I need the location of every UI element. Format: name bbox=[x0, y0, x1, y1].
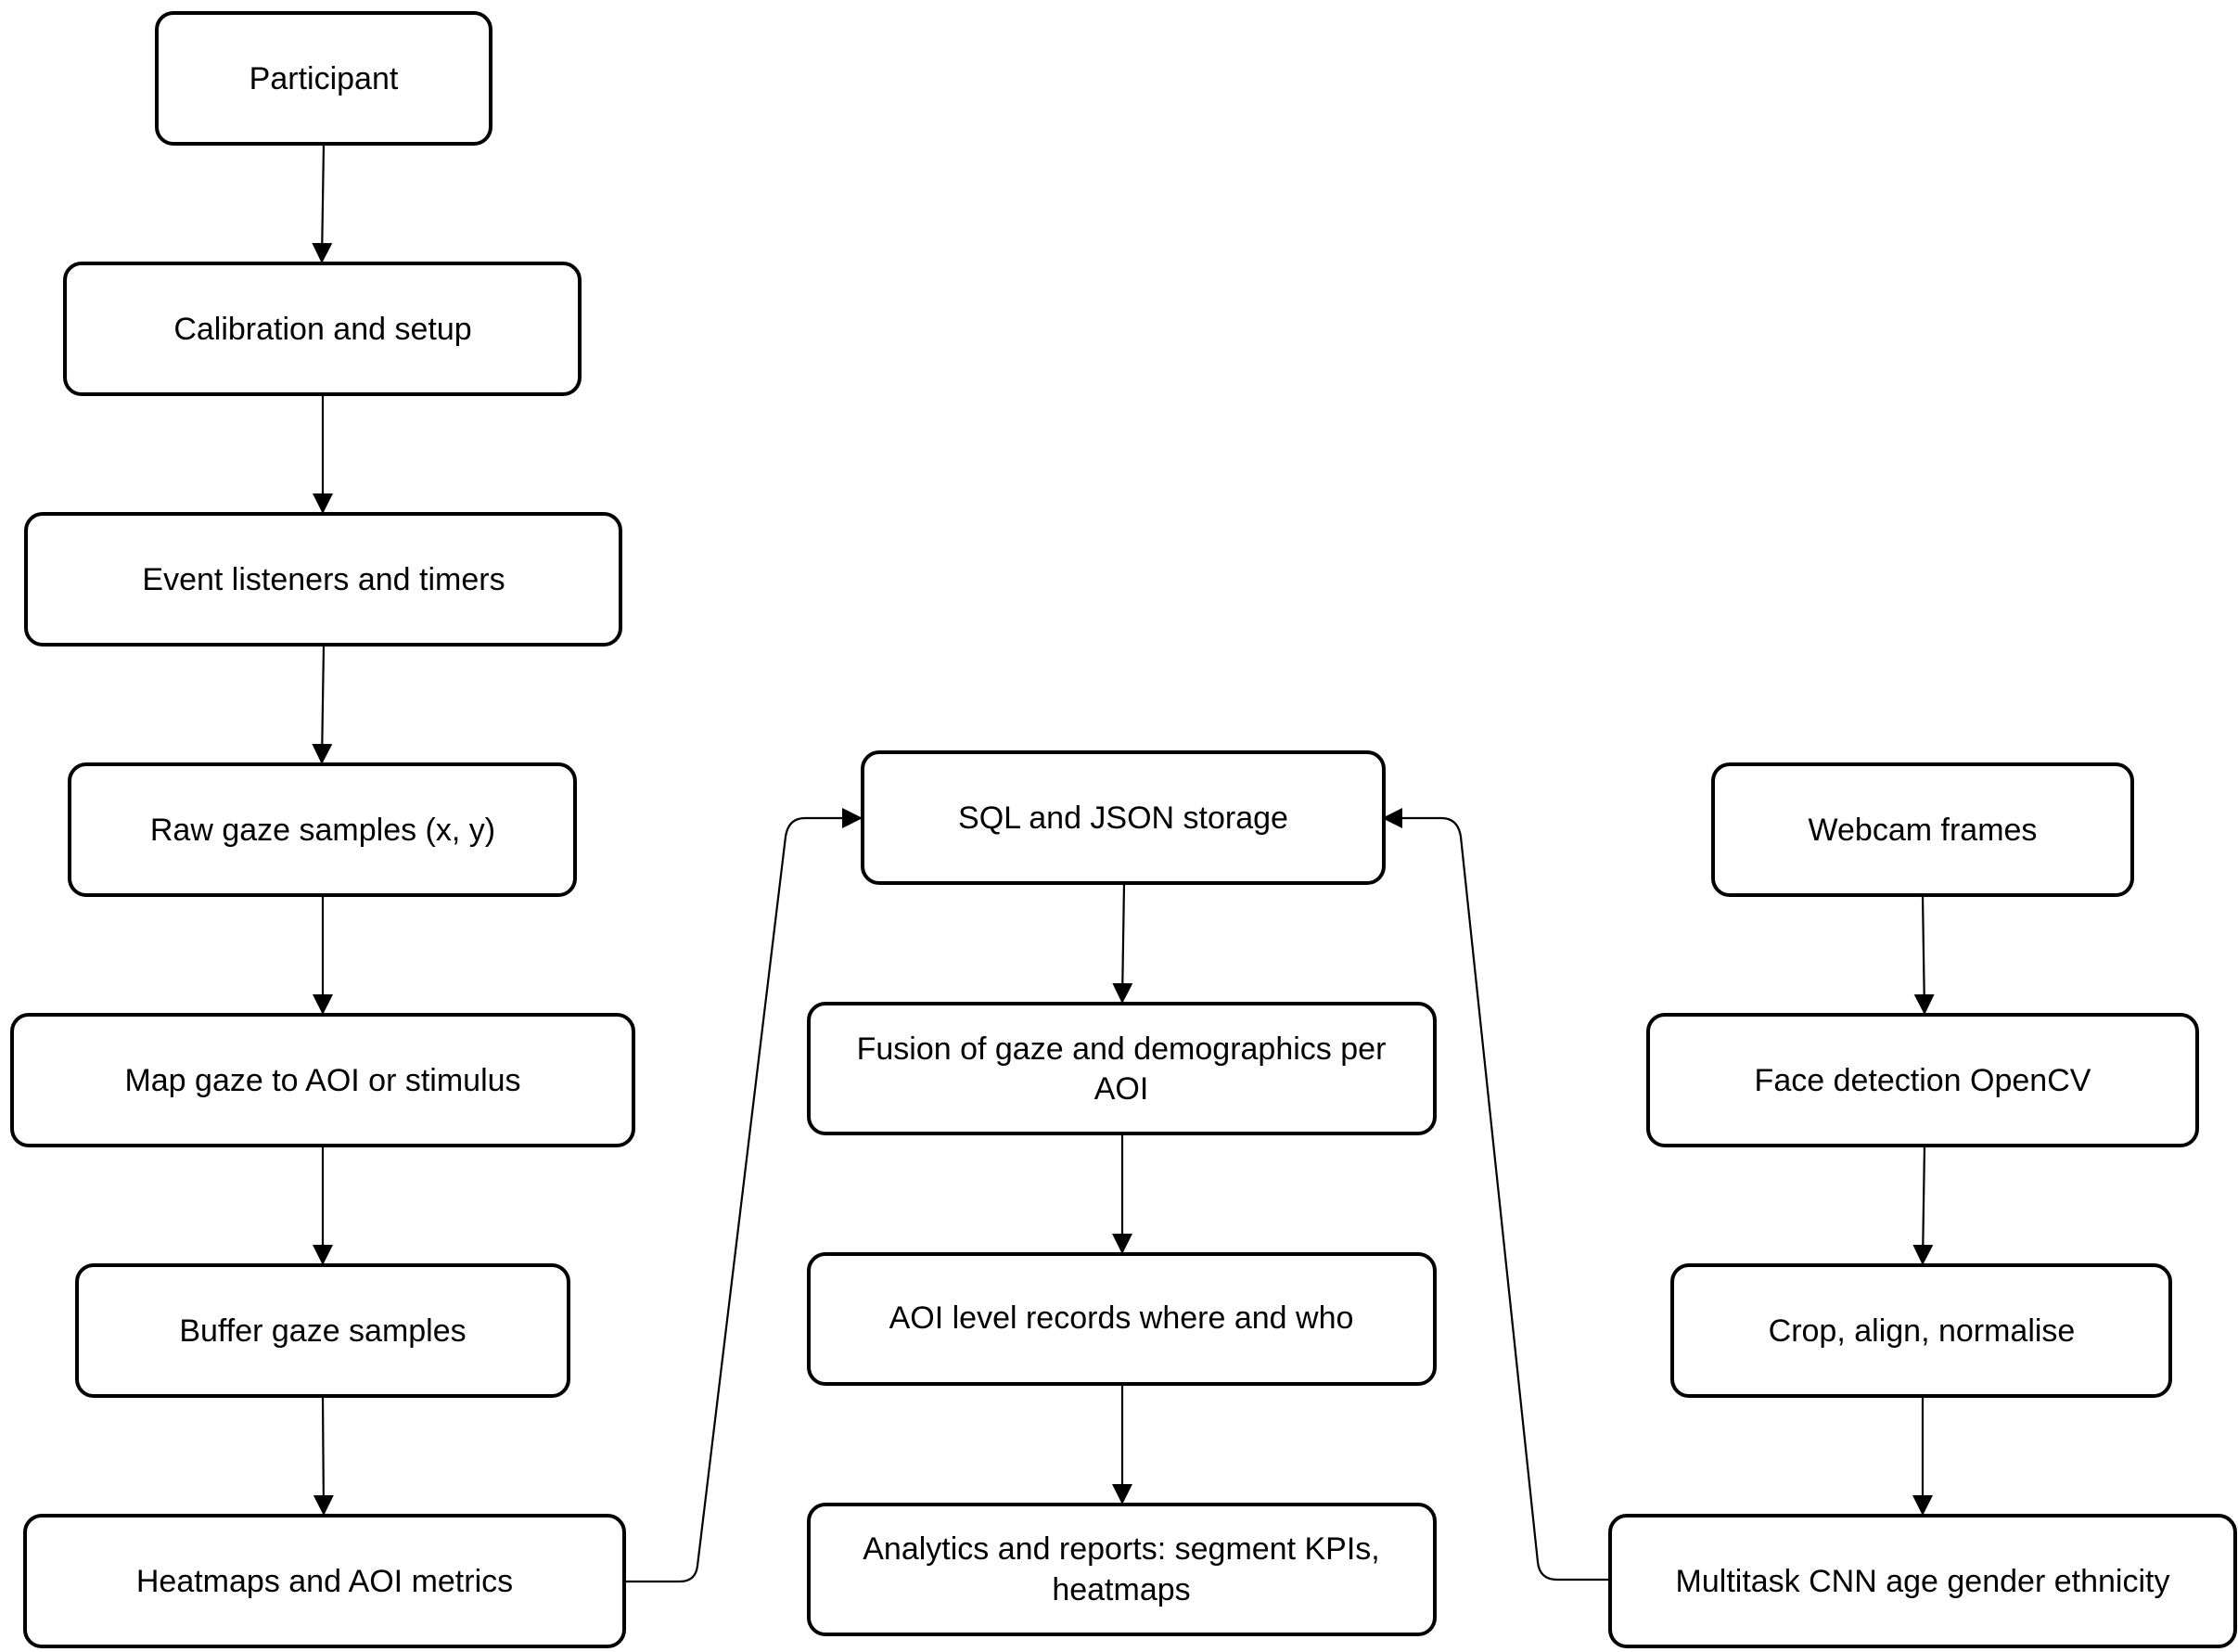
edges bbox=[312, 143, 1935, 1583]
node-map-gaze-label: Map gaze to AOI or stimulus bbox=[124, 1063, 520, 1098]
edge-buffer-to-heatmaps bbox=[313, 1395, 334, 1516]
edge-cnn-to-storage bbox=[1382, 808, 1608, 1582]
node-calibration: Calibration and setup bbox=[63, 262, 582, 396]
edge-webcam-to-face-detection bbox=[1913, 894, 1935, 1015]
node-event-listeners: Event listeners and timers bbox=[24, 512, 622, 647]
node-fusion-label-line1: Fusion of gaze and demographics per bbox=[857, 1031, 1387, 1067]
node-aoi-records-label: AOI level records where and who bbox=[889, 1300, 1354, 1336]
node-storage-label: SQL and JSON storage bbox=[958, 800, 1288, 836]
node-heatmaps-label: Heatmaps and AOI metrics bbox=[136, 1564, 513, 1599]
node-participant: Participant bbox=[155, 11, 492, 146]
node-storage: SQL and JSON storage bbox=[861, 750, 1386, 885]
nodes: Participant Calibration and setup Event … bbox=[10, 11, 2237, 1648]
edge-participant-to-calibration bbox=[312, 143, 333, 263]
node-calibration-label: Calibration and setup bbox=[173, 312, 471, 347]
node-raw-gaze: Raw gaze samples (x, y) bbox=[68, 762, 577, 897]
node-crop-align-label: Crop, align, normalise bbox=[1769, 1313, 2076, 1349]
node-webcam: Webcam frames bbox=[1711, 762, 2134, 897]
node-raw-gaze-label: Raw gaze samples (x, y) bbox=[150, 813, 495, 848]
node-map-gaze: Map gaze to AOI or stimulus bbox=[10, 1013, 635, 1147]
edge-event-listeners-to-raw-gaze bbox=[312, 644, 333, 764]
node-analytics: Analytics and reports: segment KPIs, hea… bbox=[807, 1503, 1437, 1636]
edge-storage-to-fusion bbox=[1112, 882, 1133, 1004]
node-webcam-label: Webcam frames bbox=[1809, 813, 2038, 848]
node-cnn-label: Multitask CNN age gender ethnicity bbox=[1676, 1564, 2170, 1599]
node-aoi-records: AOI level records where and who bbox=[807, 1252, 1437, 1386]
node-crop-align: Crop, align, normalise bbox=[1670, 1263, 2172, 1398]
node-buffer-gaze: Buffer gaze samples bbox=[75, 1263, 570, 1398]
edge-face-detection-to-crop bbox=[1912, 1145, 1934, 1265]
node-event-listeners-label: Event listeners and timers bbox=[142, 562, 505, 597]
node-participant-label: Participant bbox=[249, 61, 399, 96]
node-heatmaps: Heatmaps and AOI metrics bbox=[23, 1514, 626, 1648]
node-buffer-gaze-label: Buffer gaze samples bbox=[179, 1313, 466, 1349]
node-cnn: Multitask CNN age gender ethnicity bbox=[1608, 1514, 2237, 1648]
node-analytics-label-line1: Analytics and reports: segment KPIs, bbox=[863, 1531, 1379, 1567]
node-face-detection: Face detection OpenCV bbox=[1646, 1013, 2199, 1147]
node-fusion: Fusion of gaze and demographics per AOI bbox=[807, 1002, 1437, 1135]
node-analytics-label-line2: heatmaps bbox=[1052, 1572, 1190, 1607]
node-fusion-label-line2: AOI bbox=[1094, 1071, 1149, 1107]
edge-heatmaps-to-storage bbox=[624, 808, 863, 1583]
node-face-detection-label: Face detection OpenCV bbox=[1755, 1063, 2091, 1098]
